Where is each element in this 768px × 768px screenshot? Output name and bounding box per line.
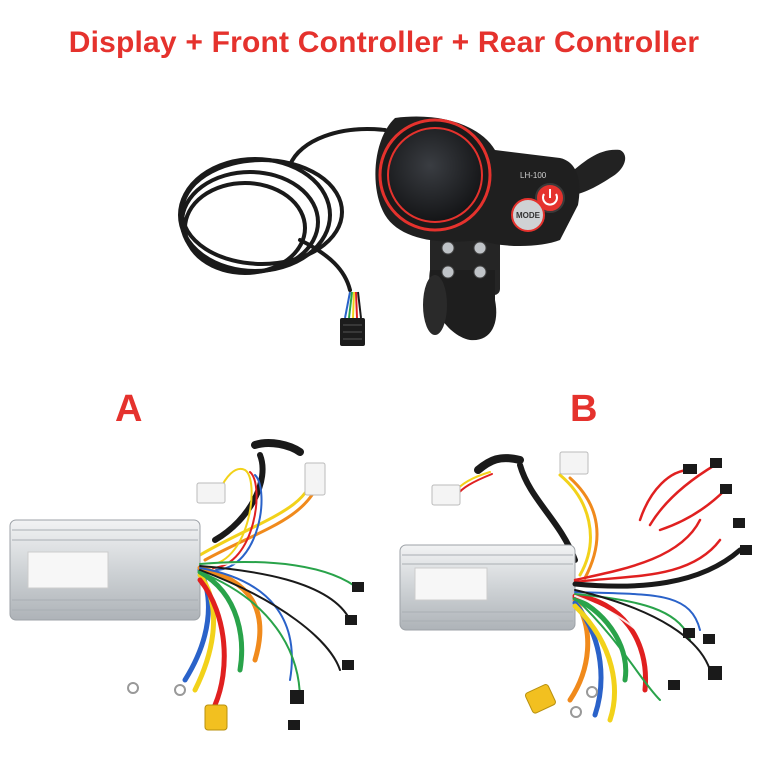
mode-button-label: MODE (516, 211, 541, 220)
display-screen (387, 127, 483, 223)
controller-a-power-connector (204, 704, 228, 731)
mode-button (511, 198, 545, 232)
handlebar-clamp (423, 235, 500, 341)
product-heading: Display + Front Controller + Rear Contro… (68, 26, 700, 59)
throttle-lever (565, 149, 626, 196)
display-unit: LH-100 MODE (178, 116, 626, 346)
display-model-label: LH-100 (520, 171, 547, 180)
controller-a-sticker (27, 551, 109, 589)
controller-b-power-connector (524, 684, 556, 714)
controller-b (399, 451, 752, 723)
controller-a-label: A (115, 388, 143, 430)
controller-a (9, 439, 364, 731)
display-cable (178, 127, 387, 292)
controller-b-label: B (570, 388, 598, 430)
controller-b-sticker (414, 567, 488, 601)
display-connector (340, 291, 365, 346)
